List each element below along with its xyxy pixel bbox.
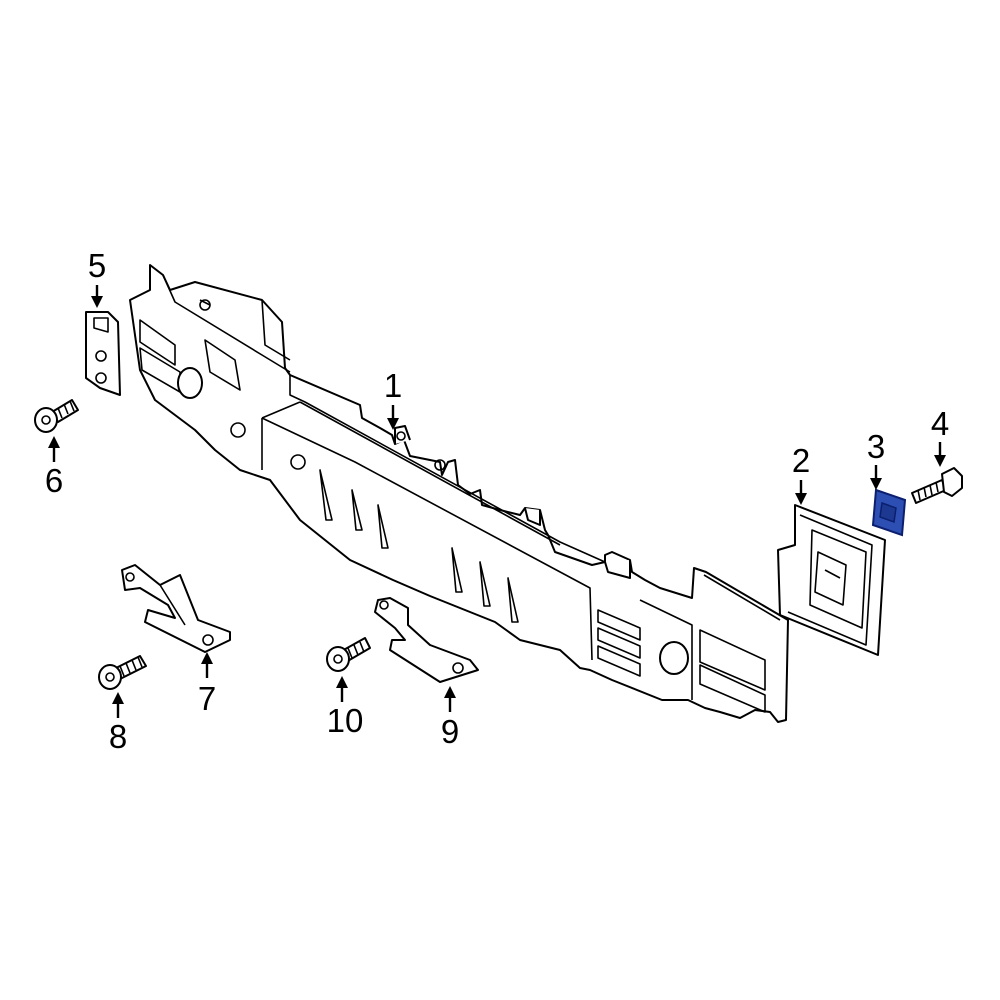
- callout-10: 10: [327, 702, 364, 739]
- callout-9: 9: [441, 713, 459, 750]
- part-3-clip[interactable]: [871, 488, 907, 537]
- callout-1: 1: [384, 367, 402, 404]
- part-2-bracket-plate[interactable]: [777, 504, 886, 656]
- callout-5: 5: [88, 247, 106, 284]
- callout-arrows: [48, 285, 946, 718]
- part-1-absorber[interactable]: [129, 264, 789, 723]
- part-8-screw[interactable]: [98, 655, 147, 690]
- part-9-bracket[interactable]: [374, 597, 479, 683]
- callout-2: 2: [792, 442, 810, 479]
- part-4-bolt[interactable]: [911, 467, 963, 504]
- part-6-screw[interactable]: [34, 399, 79, 433]
- callout-4: 4: [931, 405, 949, 442]
- part-7-bracket[interactable]: [121, 564, 231, 653]
- part-10-screw[interactable]: [326, 637, 371, 672]
- callout-8: 8: [109, 718, 127, 755]
- callout-3: 3: [867, 428, 885, 465]
- callout-7: 7: [198, 680, 216, 717]
- callout-6: 6: [45, 462, 63, 499]
- part-5-retainer[interactable]: [85, 311, 121, 396]
- callout-labels: 1 2 3 4 5 6 7 8 9 10: [45, 247, 949, 755]
